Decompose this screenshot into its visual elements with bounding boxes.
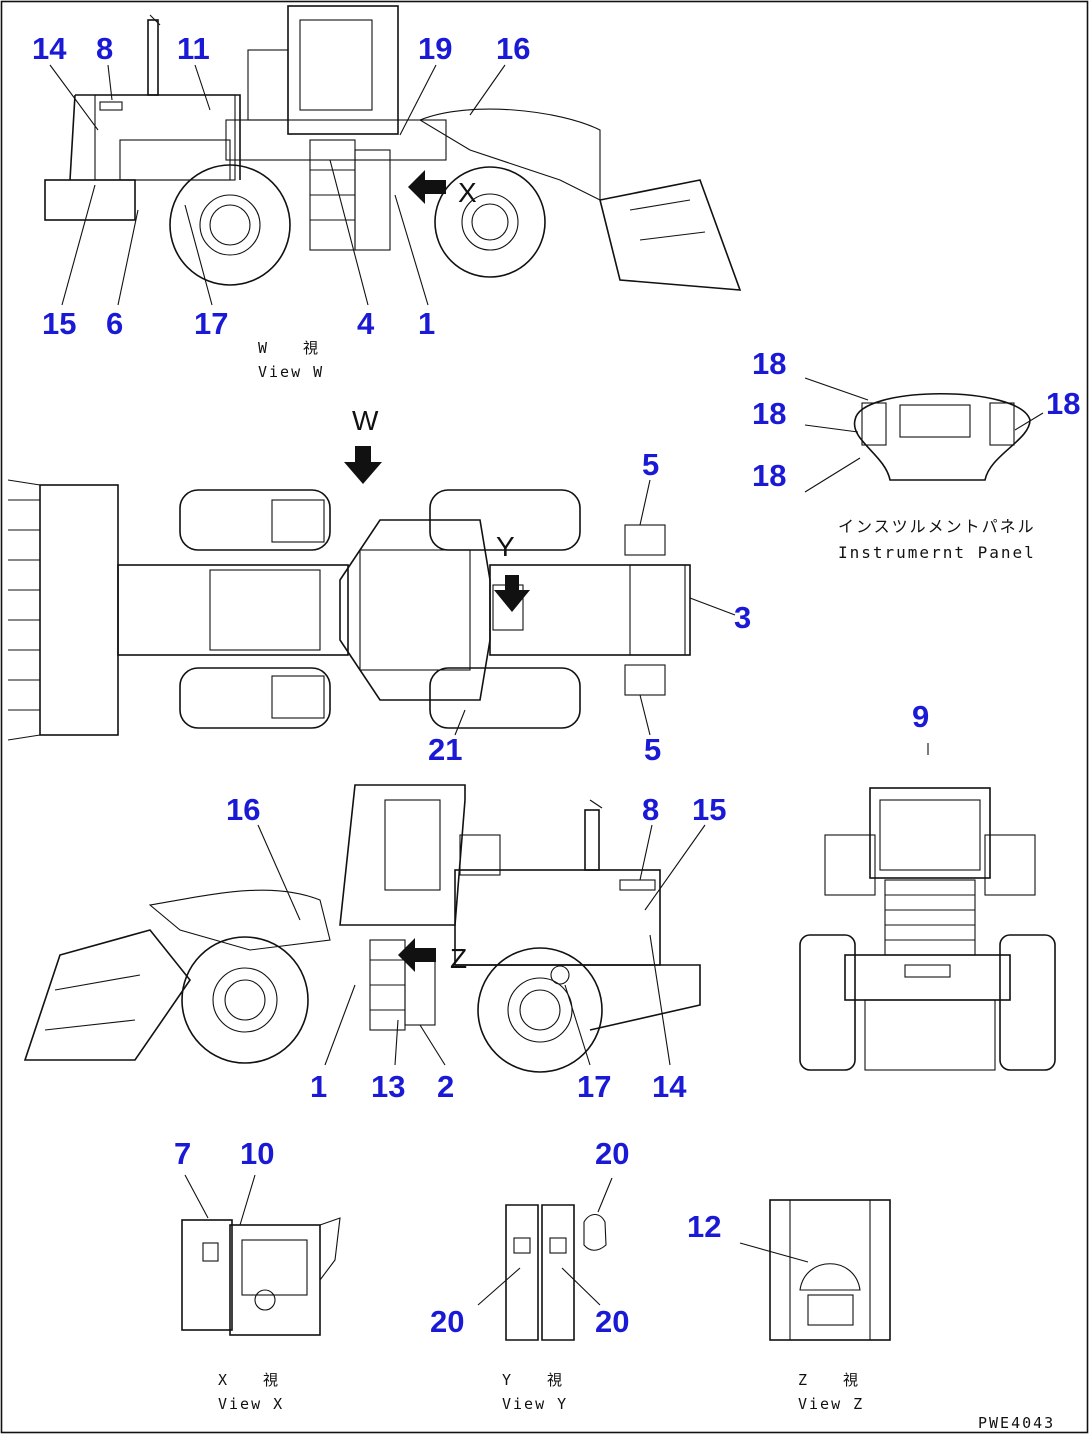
callout-19: 19 [418, 31, 452, 66]
view-y-callouts: 20 20 20 Y 視 View Y [430, 1136, 629, 1413]
callout-1: 1 [418, 306, 435, 341]
callout-18-d: 18 [1046, 386, 1080, 421]
panel-caption-en: Instrumernt Panel [838, 543, 1036, 562]
arrow-x-label: X [458, 177, 477, 208]
view-z-callouts: 12 Z 視 View Z [687, 1209, 864, 1413]
side-view-callouts: 16 8 15 1 13 2 17 14 [226, 792, 726, 1104]
callout-6: 6 [106, 306, 123, 341]
top-view-drawing: W Y [7, 405, 736, 741]
rear-view-callouts: 9 [912, 699, 929, 734]
arrow-x-icon [408, 170, 446, 204]
arrow-w-label: W [352, 405, 379, 436]
callout-9: 9 [912, 699, 929, 734]
view-y-caption-en: View Y [502, 1395, 568, 1413]
view-x-caption-en: View X [218, 1395, 284, 1413]
callout-16-side: 16 [226, 792, 260, 827]
callout-18-c: 18 [752, 458, 786, 493]
view-x-caption-jp: X 視 [218, 1371, 280, 1389]
callout-3: 3 [734, 600, 751, 635]
arrow-z-icon [398, 938, 436, 972]
callout-20-c: 20 [595, 1304, 629, 1339]
callout-20-b: 20 [430, 1304, 464, 1339]
callout-13: 13 [371, 1069, 405, 1104]
arrow-y-icon [494, 575, 530, 612]
callout-21: 21 [428, 732, 462, 767]
callout-17-side: 17 [577, 1069, 611, 1104]
view-x-callouts: 7 10 X 視 View X [174, 1136, 284, 1413]
callout-16: 16 [496, 31, 530, 66]
drawing-code: PWE4043 [978, 1414, 1055, 1432]
callout-8: 8 [96, 31, 113, 66]
view-x-drawing [181, 1174, 341, 1336]
view-y-caption-jp: Y 視 [502, 1371, 564, 1389]
callout-2: 2 [437, 1069, 454, 1104]
callout-15: 15 [42, 306, 76, 341]
callout-8-side: 8 [642, 792, 659, 827]
side-view-drawing: Z [23, 784, 706, 1073]
view-y-drawing [477, 1177, 613, 1341]
view-z-caption-en: View Z [798, 1395, 864, 1413]
callout-18-b: 18 [752, 396, 786, 431]
callout-17: 17 [194, 306, 228, 341]
callout-7: 7 [174, 1136, 191, 1171]
callout-14-side: 14 [652, 1069, 687, 1104]
arrow-z-label: Z [450, 943, 467, 974]
arrow-w-icon [344, 446, 382, 484]
callout-18-a: 18 [752, 346, 786, 381]
rear-view-drawing [799, 743, 1056, 1071]
callout-10: 10 [240, 1136, 274, 1171]
callout-5-top: 5 [642, 447, 659, 482]
callout-11: 11 [177, 31, 210, 66]
top-view-callouts: 5 3 5 21 [428, 447, 751, 767]
callout-5-bottom: 5 [644, 732, 661, 767]
callout-20-a: 20 [595, 1136, 629, 1171]
view-w-drawing: X [44, 5, 742, 306]
callout-4: 4 [357, 306, 375, 341]
view-z-caption-jp: Z 視 [798, 1371, 860, 1389]
panel-caption-jp: インスツルメントパネル [838, 517, 1036, 536]
callout-15-side: 15 [692, 792, 726, 827]
view-z-drawing [739, 1199, 891, 1341]
instrument-panel-callouts: 18 18 18 18 インスツルメントパネル Instrumernt Pane… [752, 346, 1080, 562]
view-w-caption-en: View W [258, 363, 324, 381]
callout-1-side: 1 [310, 1069, 327, 1104]
arrow-y-label: Y [496, 531, 515, 562]
instrument-panel-drawing [804, 377, 1044, 493]
callout-12: 12 [687, 1209, 721, 1244]
view-w-caption-jp: W 視 [258, 339, 320, 357]
callout-14: 14 [32, 31, 67, 66]
view-w-callouts: 14 8 11 19 16 15 6 17 4 1 W 視 View W [32, 31, 530, 381]
